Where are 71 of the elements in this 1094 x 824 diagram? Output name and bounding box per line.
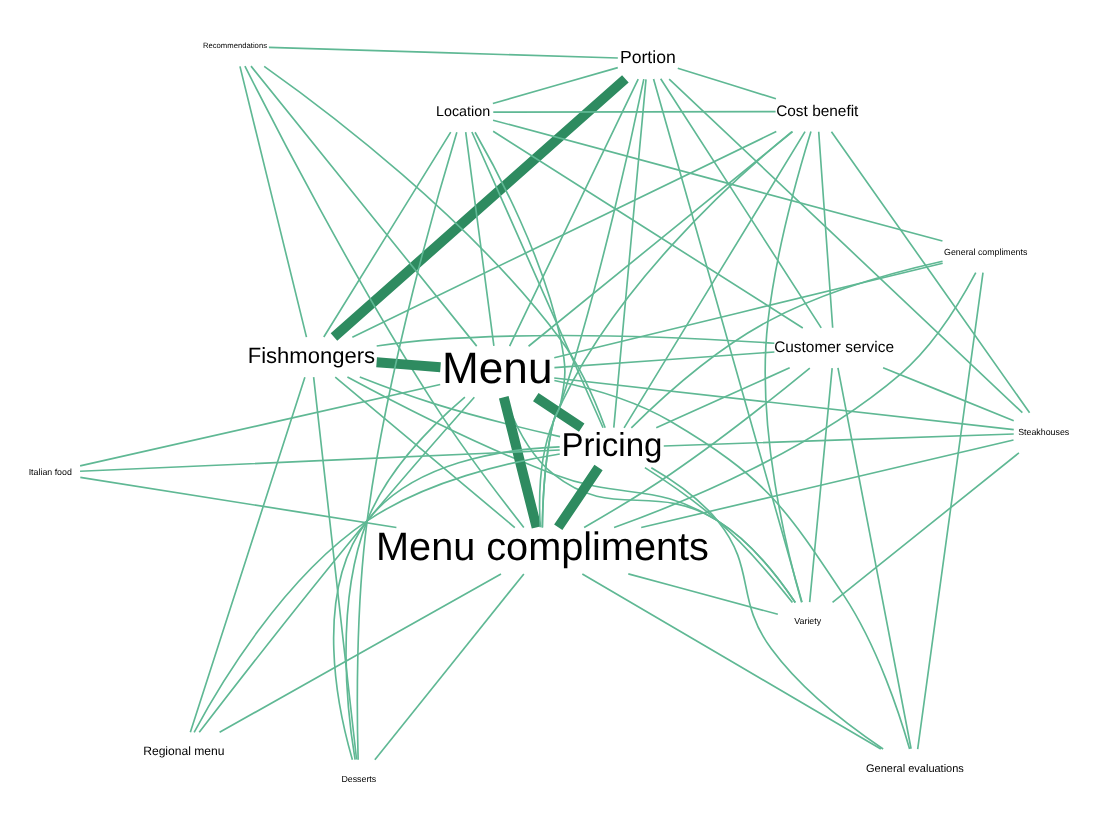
connector xyxy=(830,129,1031,413)
connector xyxy=(553,376,1015,430)
connector xyxy=(652,77,803,603)
connector xyxy=(79,448,561,472)
connector xyxy=(268,45,619,58)
connector xyxy=(375,333,776,346)
connector xyxy=(492,118,944,241)
connector xyxy=(630,259,944,428)
connector xyxy=(533,392,585,431)
connector xyxy=(627,572,779,615)
connector xyxy=(333,445,561,760)
connector xyxy=(527,129,794,347)
connector xyxy=(79,382,442,466)
connector xyxy=(474,130,566,528)
connector xyxy=(79,475,398,528)
connector xyxy=(612,77,647,428)
node-text: Fishmongers xyxy=(247,343,376,368)
connector xyxy=(312,375,358,760)
connector xyxy=(492,109,777,112)
connector xyxy=(471,130,604,428)
connector xyxy=(464,130,495,346)
connector xyxy=(263,64,606,428)
node-text: Menu compliments xyxy=(376,525,709,570)
connector xyxy=(676,66,777,99)
connector xyxy=(655,365,791,428)
connector xyxy=(330,74,629,340)
connector xyxy=(334,375,516,528)
connector xyxy=(193,452,561,733)
node-text: Menu xyxy=(442,341,553,392)
connector xyxy=(345,395,466,760)
connector xyxy=(198,395,476,733)
connector xyxy=(508,77,640,346)
connector xyxy=(581,572,882,749)
connector xyxy=(351,129,778,337)
connector xyxy=(374,572,525,760)
connector xyxy=(583,366,811,528)
connector xyxy=(662,432,1015,446)
connector xyxy=(764,129,812,603)
connector xyxy=(492,65,619,104)
connector xyxy=(553,350,776,368)
connector xyxy=(623,129,806,428)
connector xyxy=(322,130,452,337)
connector xyxy=(831,451,1020,603)
connector xyxy=(376,356,441,372)
connector xyxy=(808,366,833,602)
connector xyxy=(668,77,1024,413)
connector xyxy=(498,395,542,528)
connector xyxy=(250,64,478,346)
connector xyxy=(882,365,1015,421)
connector xyxy=(650,465,884,749)
connector xyxy=(189,375,306,733)
connector xyxy=(553,261,944,358)
node-text: Pricing xyxy=(561,425,663,463)
node-text: Portion xyxy=(619,46,676,67)
connector xyxy=(244,64,525,528)
connector xyxy=(218,572,502,733)
connector xyxy=(613,270,977,528)
connector xyxy=(239,64,308,337)
connector xyxy=(356,130,458,760)
connector xyxy=(640,438,1015,528)
connector xyxy=(492,129,804,328)
connector xyxy=(817,129,834,328)
connector xyxy=(916,270,984,749)
connector xyxy=(837,366,912,749)
connector xyxy=(346,375,797,603)
connector xyxy=(644,465,794,603)
connector xyxy=(554,463,603,530)
connector xyxy=(553,378,911,749)
connector xyxy=(659,77,823,328)
connector xyxy=(538,129,793,528)
connector xyxy=(358,375,561,437)
